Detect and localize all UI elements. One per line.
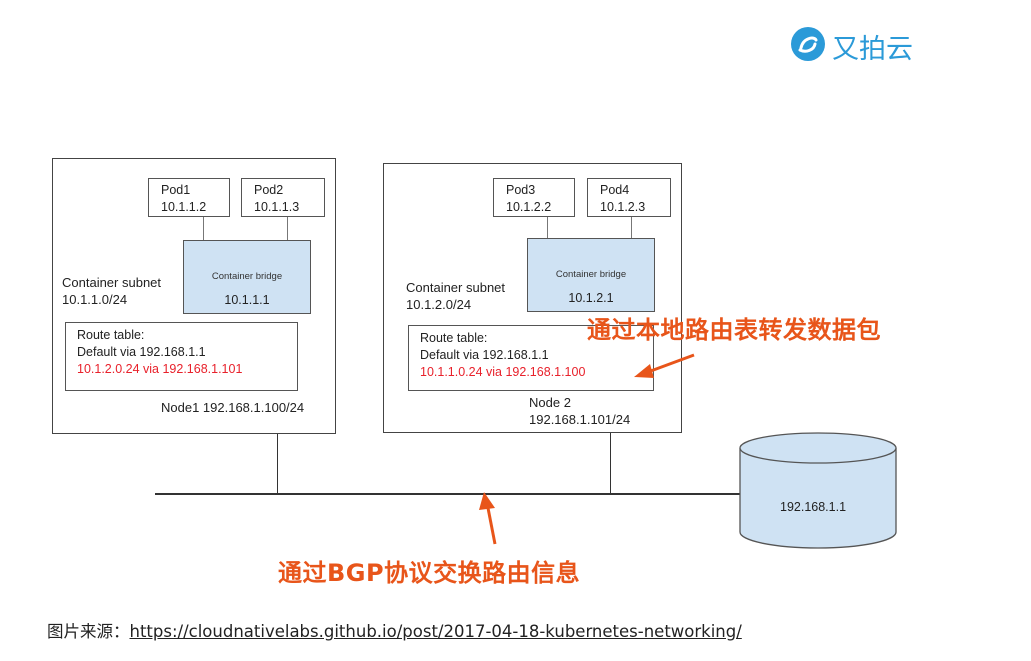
subnet1-cidr: 10.1.1.0/24 — [62, 292, 128, 307]
logo-icon — [791, 27, 825, 61]
source-caption: 图片来源：https://cloudnativelabs.github.io/p… — [47, 618, 742, 642]
pod4-name: Pod4 — [600, 183, 630, 197]
route2-default: Default via 192.168.1.1 — [420, 348, 549, 362]
pod1-link — [203, 217, 204, 241]
node1-label: Node1 192.168.1.100/24 — [161, 400, 305, 415]
pod4-ip: 10.1.2.3 — [600, 200, 646, 214]
node2-label-line2: 192.168.1.101/24 — [529, 412, 631, 427]
subnet2-label: Container subnet 10.1.2.0/24 — [406, 279, 505, 313]
node2-uplink — [610, 433, 612, 494]
container-bridge-1: Container bridge 10.1.1.1 — [183, 240, 311, 314]
node2-label: Node 2 192.168.1.101/24 — [529, 394, 630, 428]
pod3-name: Pod3 — [506, 183, 536, 197]
annotation-bgp: 通过BGP协议交换路由信息 — [278, 559, 581, 587]
bridge1-title: Container bridge — [211, 271, 283, 282]
node1-uplink — [277, 434, 279, 494]
route-table-1: Route table: Default via 192.168.1.1 10.… — [65, 322, 298, 391]
route1-title: Route table: — [77, 328, 145, 342]
pod2-link — [287, 217, 288, 241]
pod3-link — [547, 217, 548, 239]
caption-prefix: 图片来源： — [47, 622, 130, 641]
pod1-name: Pod1 — [161, 183, 191, 197]
bridge2-title: Container bridge — [555, 269, 627, 280]
container-bridge-2: Container bridge 10.1.2.1 — [527, 238, 655, 312]
arrow-to-network — [479, 492, 497, 545]
pod3-box: Pod3 10.1.2.2 — [493, 178, 575, 217]
pod2-name: Pod2 — [254, 183, 284, 197]
route2-entry: 10.1.1.0.24 via 192.168.1.100 — [420, 365, 586, 379]
router-cylinder — [739, 432, 897, 549]
route-table-2: Route table: Default via 192.168.1.1 10.… — [408, 325, 654, 391]
arrow-to-route-table — [634, 353, 695, 378]
caption-link[interactable]: https://cloudnativelabs.github.io/post/2… — [129, 622, 742, 641]
pod4-box: Pod4 10.1.2.3 — [587, 178, 671, 217]
annotation-local-route: 通过本地路由表转发数据包 — [587, 316, 881, 344]
network-bus — [155, 493, 745, 495]
pod3-ip: 10.1.2.2 — [506, 200, 552, 214]
pod1-box: Pod1 10.1.1.2 — [148, 178, 230, 217]
router-ip: 192.168.1.1 — [780, 500, 847, 514]
route1-entry: 10.1.2.0.24 via 192.168.1.101 — [77, 362, 243, 376]
subnet2-title: Container subnet — [406, 280, 506, 295]
pod4-link — [631, 217, 632, 239]
pod1-ip: 10.1.1.2 — [161, 200, 207, 214]
subnet1-title: Container subnet — [62, 275, 162, 290]
pod2-box: Pod2 10.1.1.3 — [241, 178, 325, 217]
node2-label-line1: Node 2 — [529, 395, 571, 410]
subnet1-label: Container subnet 10.1.1.0/24 — [62, 274, 161, 308]
bridge1-ip: 10.1.1.1 — [224, 293, 270, 307]
bridge2-ip: 10.1.2.1 — [568, 291, 614, 305]
logo-text: 又拍云 — [832, 34, 913, 65]
pod2-ip: 10.1.1.3 — [254, 200, 300, 214]
route1-default: Default via 192.168.1.1 — [77, 345, 206, 359]
route2-title: Route table: — [420, 331, 488, 345]
subnet2-cidr: 10.1.2.0/24 — [406, 297, 472, 312]
